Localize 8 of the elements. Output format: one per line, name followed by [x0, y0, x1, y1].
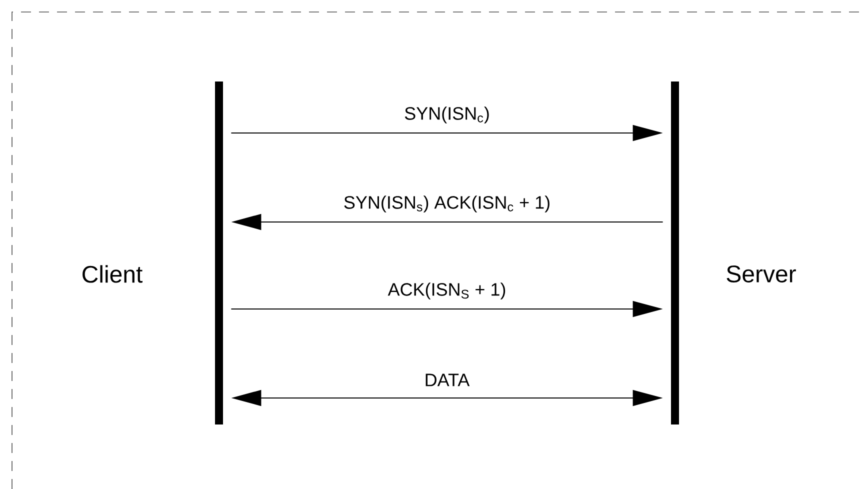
participant-label: Server: [726, 266, 796, 282]
edge-label: SYN(ISN$_{c}$): [403, 106, 491, 124]
edge-label: DATA: [423, 372, 471, 388]
lifeline: [671, 82, 679, 424]
edge-label: ACK(ISN$_{S}$ + 1): [386, 282, 508, 300]
participant-label: Client: [82, 265, 142, 283]
edge-label: SYN(ISN$_{s}$) ACK(ISN$_{c}$ + 1): [342, 194, 552, 214]
lifeline: [215, 82, 223, 424]
